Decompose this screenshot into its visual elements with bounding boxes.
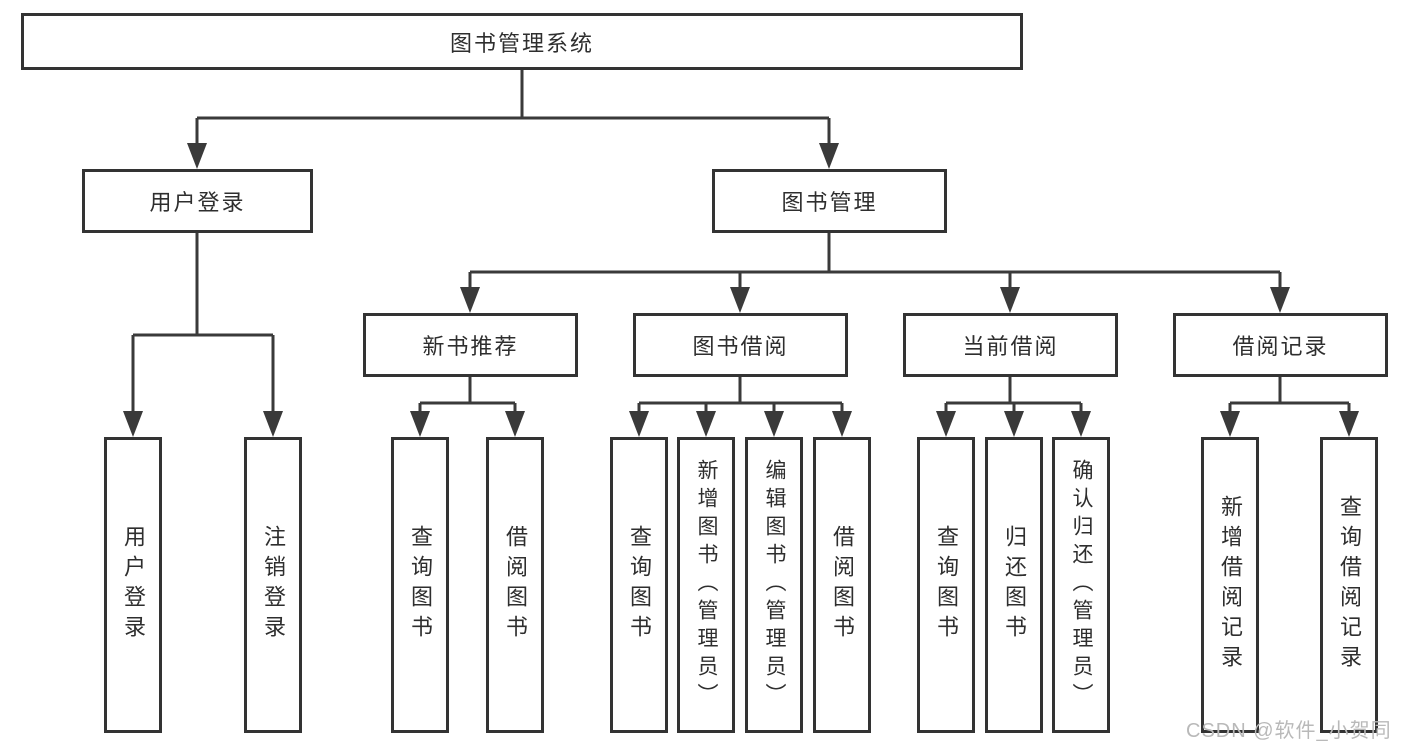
leaf-user-login: 用户登录	[104, 437, 162, 733]
node-library-management-system: 图书管理系统	[21, 13, 1023, 70]
leaf-add-books-admin: 新增图书（管理员）	[677, 437, 735, 733]
node-borrowing-records: 借阅记录	[1173, 313, 1388, 377]
leaf-borrow-books-borrowing: 借阅图书	[813, 437, 871, 733]
leaf-query-books-borrowing: 查询图书	[610, 437, 668, 733]
leaf-query-borrow-record: 查询借阅记录	[1320, 437, 1378, 733]
leaf-confirm-return-admin: 确认归还（管理员）	[1052, 437, 1110, 733]
leaf-query-books-current: 查询图书	[917, 437, 975, 733]
leaf-add-borrow-record: 新增借阅记录	[1201, 437, 1259, 733]
node-book-borrowing: 图书借阅	[633, 313, 848, 377]
leaf-query-books-recommend: 查询图书	[391, 437, 449, 733]
leaf-edit-books-admin: 编辑图书（管理员）	[745, 437, 803, 733]
node-new-book-recommendation: 新书推荐	[363, 313, 578, 377]
leaf-logout: 注销登录	[244, 437, 302, 733]
watermark: CSDN @软件_小贺同学	[1186, 720, 1392, 742]
node-user-login: 用户登录	[82, 169, 313, 233]
node-book-management: 图书管理	[712, 169, 947, 233]
leaf-return-books: 归还图书	[985, 437, 1043, 733]
leaf-borrow-books-recommend: 借阅图书	[486, 437, 544, 733]
node-current-borrowing: 当前借阅	[903, 313, 1118, 377]
